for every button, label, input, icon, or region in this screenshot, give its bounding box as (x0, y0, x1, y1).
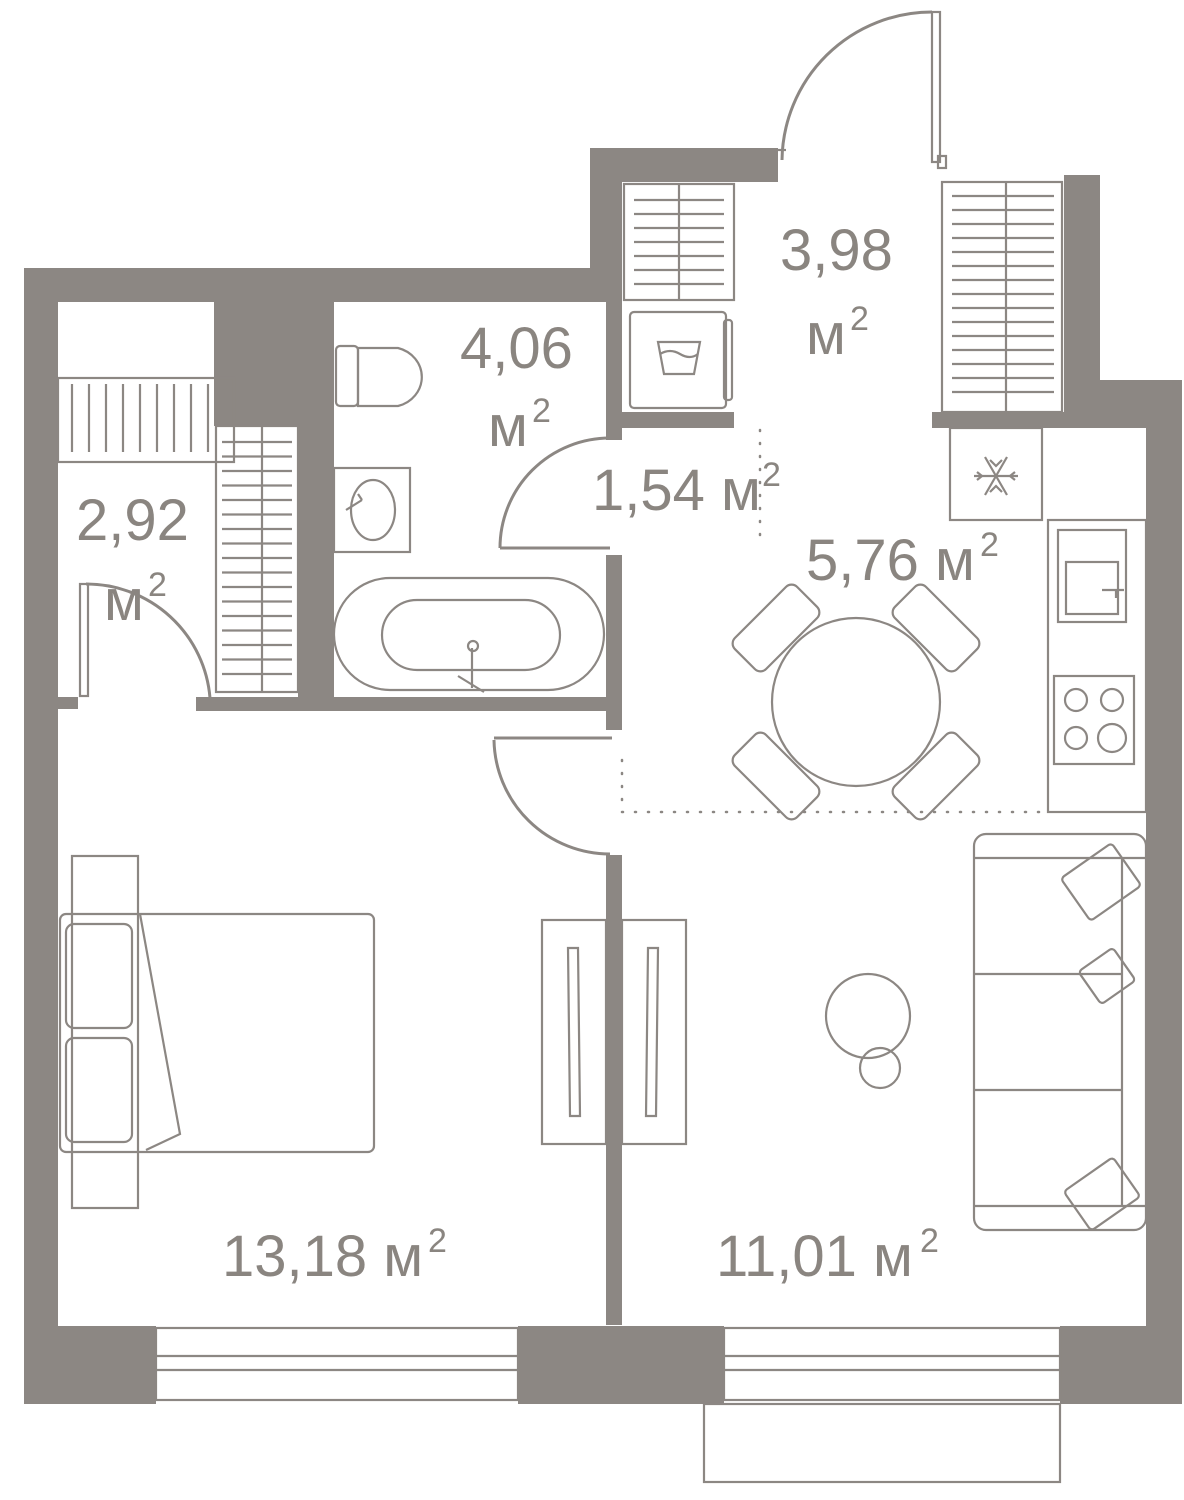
area-sup-balcony-hall: 2 (850, 300, 869, 338)
area-unit-storage: м (104, 568, 144, 633)
area-sup-bedroom: 2 (428, 1222, 447, 1260)
area-label-bedroom: 13,18 м (222, 1224, 423, 1289)
kitchen-zone (620, 428, 1048, 814)
area-unit-bathroom: м (488, 394, 528, 459)
entry-door (778, 10, 948, 170)
shelf-lines (70, 194, 1054, 676)
area-label-kitchen: 5,76 м (806, 528, 975, 593)
area-label-living: 11,01 м (716, 1224, 913, 1289)
area-sup-corridor: 2 (762, 456, 781, 494)
toilet-icon (334, 344, 423, 408)
area-sup-storage: 2 (148, 566, 167, 604)
area-label-corridor: 1,54 м (592, 458, 761, 523)
coffee-table-icon (824, 972, 912, 1090)
kitchen-counter (1046, 518, 1148, 814)
chair-icon (891, 583, 981, 673)
sink-icon (332, 466, 412, 554)
area-label-balcony-hall: 3,98 (780, 218, 893, 283)
bed-icon (58, 854, 376, 1210)
bathtub-icon (332, 576, 606, 693)
snowflake-icon (948, 426, 1044, 522)
doors (78, 436, 612, 856)
stove-icon (1052, 674, 1136, 766)
bedroom-wardrobe-icon (540, 918, 688, 1146)
sofa-icon (972, 832, 1148, 1232)
walls (24, 148, 1182, 1404)
area-sup-kitchen: 2 (980, 526, 999, 564)
chair-icon (891, 731, 981, 821)
windows (154, 1326, 1062, 1484)
area-unit-balcony-hall: м (806, 302, 846, 367)
kitchen-sink-icon (1056, 528, 1128, 624)
area-sup-living: 2 (920, 1222, 939, 1260)
area-sup-bathroom: 2 (532, 392, 551, 430)
area-label-bathroom: 4,06 (460, 316, 573, 381)
dining-table-icon (731, 583, 981, 821)
chair-icon (731, 731, 821, 821)
area-label-storage: 2,92 (76, 488, 189, 553)
chair-icon (731, 583, 821, 673)
washing-machine-icon (628, 310, 734, 410)
area-labels: 3,98 м 2 4,06 м 2 2,92 м 2 1,54 м 2 5,76… (76, 218, 999, 1289)
